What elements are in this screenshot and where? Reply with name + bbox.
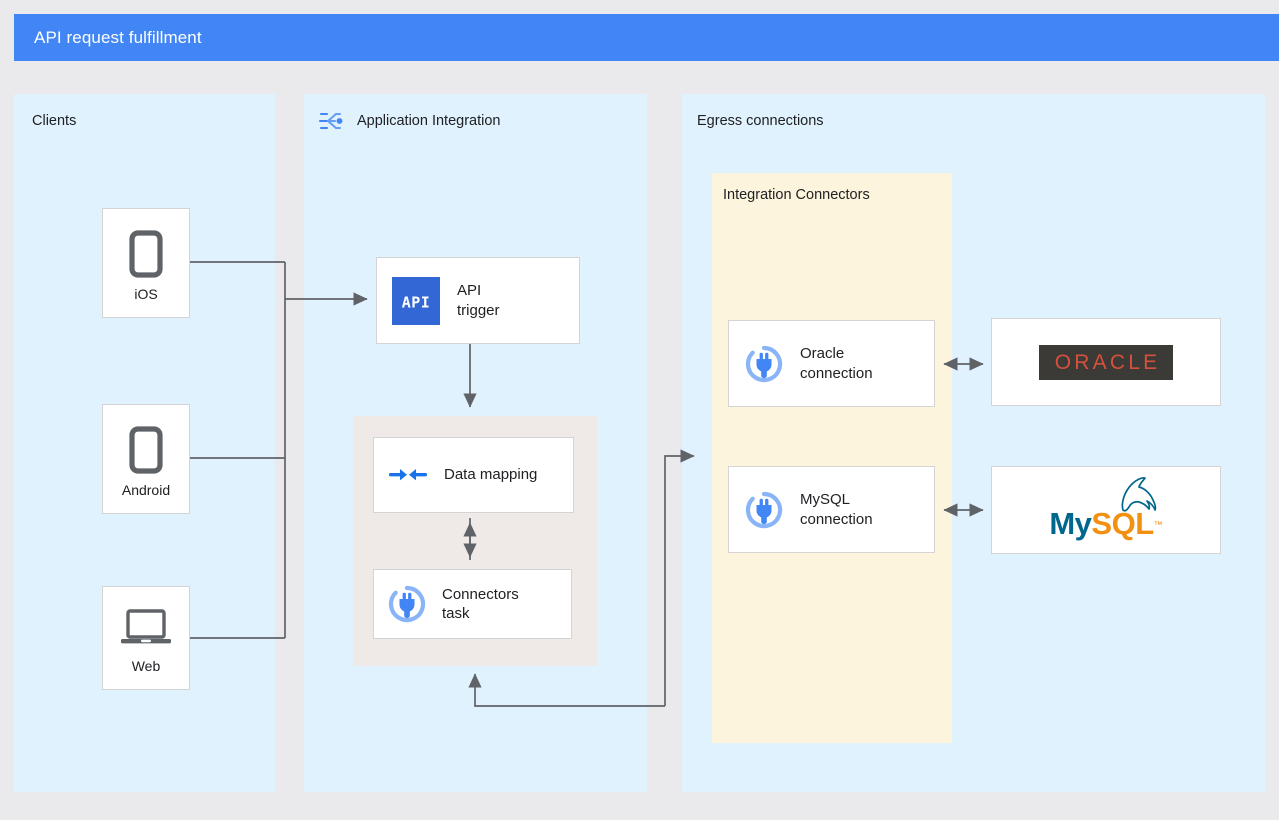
system-oracle[interactable]: ORACLE xyxy=(991,318,1221,406)
node-api-trigger[interactable]: API API trigger xyxy=(376,257,580,344)
panel-application-integration-label: Application Integration xyxy=(357,113,501,129)
data-mapping-arrows-icon xyxy=(388,461,428,489)
node-connectors-task[interactable]: Connectors task xyxy=(373,569,572,639)
mysql-logo-part2: SQL xyxy=(1091,505,1154,541)
system-mysql[interactable]: MySQL™ xyxy=(991,466,1221,554)
connector-plug-icon xyxy=(745,491,783,529)
node-data-mapping[interactable]: Data mapping xyxy=(373,437,574,513)
node-oracle-connection[interactable]: Oracle connection xyxy=(728,320,935,407)
integration-connectors-label: Integration Connectors xyxy=(723,187,870,203)
panel-egress-label: Egress connections xyxy=(697,113,824,129)
client-card-ios[interactable]: iOS xyxy=(102,208,190,318)
connector-plug-icon xyxy=(388,585,426,623)
mobile-phone-icon xyxy=(129,425,163,474)
mysql-logo: MySQL™ xyxy=(1049,476,1163,541)
mysql-logo-part1: My xyxy=(1049,505,1092,541)
mysql-logo-tm: ™ xyxy=(1153,519,1163,530)
mysql-dolphin-icon xyxy=(1121,476,1156,512)
laptop-icon xyxy=(121,608,171,643)
node-mysql-connection[interactable]: MySQL connection xyxy=(728,466,935,553)
node-api-trigger-label: API trigger xyxy=(457,282,500,319)
panel-clients-label: Clients xyxy=(32,113,77,129)
node-mysql-connection-label: MySQL connection xyxy=(800,491,873,528)
connector-plug-icon xyxy=(745,345,783,383)
client-label-ios: iOS xyxy=(134,285,158,302)
client-label-android: Android xyxy=(121,481,171,498)
application-integration-icon xyxy=(318,112,343,130)
api-badge-icon: API xyxy=(392,276,440,325)
node-oracle-connection-label: Oracle connection xyxy=(800,345,873,382)
svg-text:API: API xyxy=(402,293,431,311)
node-data-mapping-label: Data mapping xyxy=(444,466,538,484)
client-label-web: Web xyxy=(131,657,161,674)
mobile-phone-icon xyxy=(129,229,163,278)
client-card-android[interactable]: Android xyxy=(102,404,190,514)
oracle-logo: ORACLE xyxy=(1038,344,1174,380)
client-card-web[interactable]: Web xyxy=(102,586,190,690)
node-connectors-task-label: Connectors task xyxy=(442,585,519,622)
page-title: API request fulfillment xyxy=(34,27,202,47)
integration-connectors-group xyxy=(712,173,952,743)
diagram-title-bar: API request fulfillment xyxy=(14,14,1279,61)
